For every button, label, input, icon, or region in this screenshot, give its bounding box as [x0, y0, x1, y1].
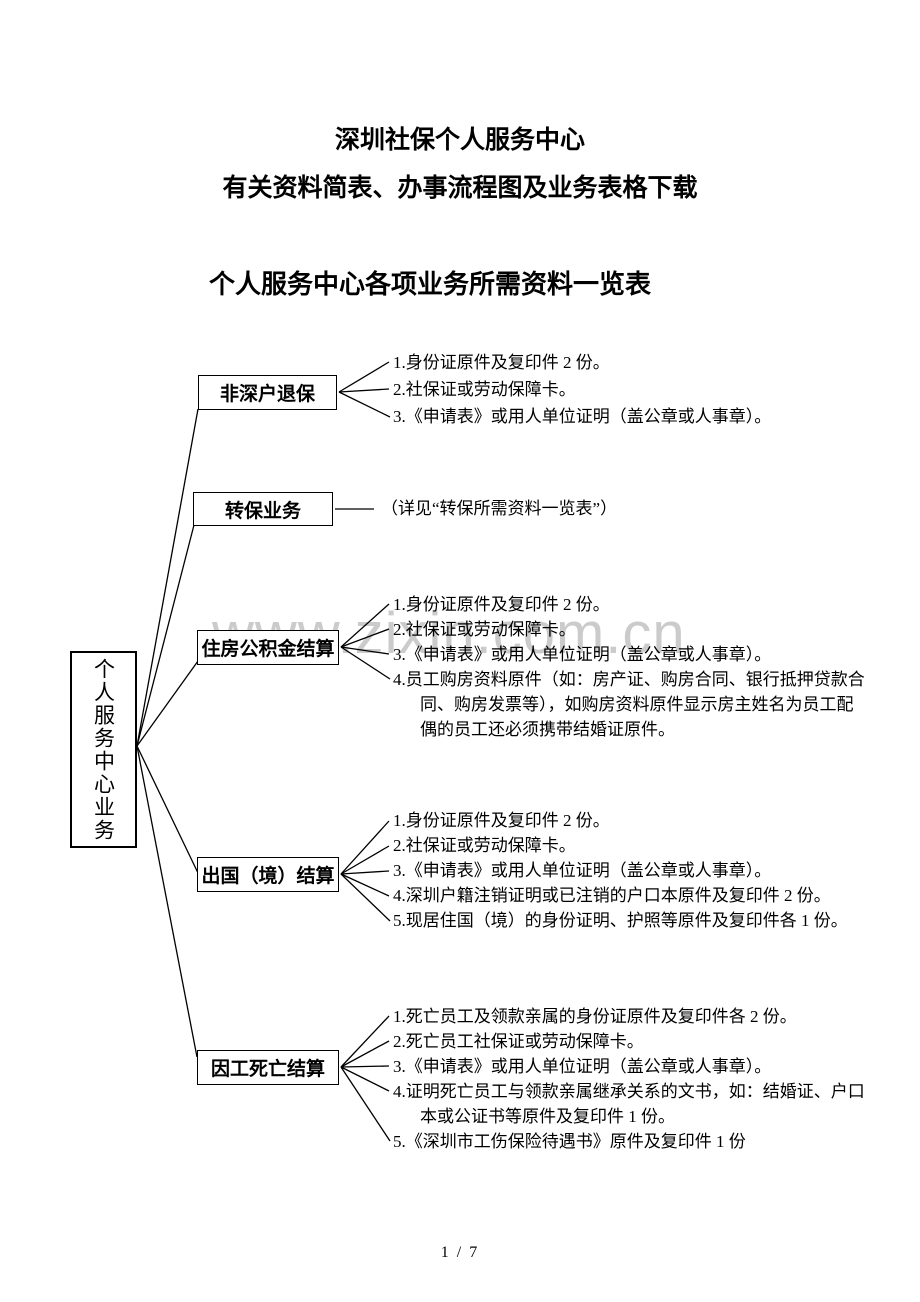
branch-box-work-death-settlement: 因工死亡结算	[197, 1050, 339, 1085]
branch-items-work-death-settlement: 1.死亡员工及领款亲属的身份证原件及复印件各 2 份。 2.死亡员工社保证或劳动…	[393, 1004, 865, 1154]
requirement-item: 1.死亡员工及领款亲属的身份证原件及复印件各 2 份。	[393, 1007, 797, 1026]
requirement-item: 5.现居住国（境）的身份证明、护照等原件及复印件各 1 份。	[393, 911, 848, 930]
requirement-item: 3.《申请表》或用人单位证明（盖公章或人事章）。	[393, 1057, 772, 1076]
page-number: 1 / 7	[440, 1244, 480, 1261]
requirement-item: 2.死亡员工社保证或劳动保障卡。	[393, 1032, 644, 1051]
requirement-item: 4.员工购房资料原件（如：房产证、购房合同、银行抵押贷款合同、购房发票等），如购…	[393, 670, 865, 739]
section-title: 个人服务中心各项业务所需资料一览表	[209, 270, 652, 299]
branch-label: 非深户退保	[219, 384, 315, 405]
requirement-item: 1.身份证原件及复印件 2 份。	[393, 595, 610, 614]
requirement-item: 1.身份证原件及复印件 2 份。	[393, 811, 610, 830]
requirement-item: 5.《深圳市工伤保险待遇书》原件及复印件 1 份	[393, 1132, 746, 1151]
branch-label: 出国（境）结算	[201, 866, 335, 887]
requirement-item: 2.社保证或劳动保障卡。	[393, 380, 576, 399]
root-node-box: 个人服务中心业务	[70, 651, 137, 848]
requirement-item: 4.深圳户籍注销证明或已注销的户口本原件及复印件 2 份。	[393, 886, 831, 905]
requirement-item: 2.社保证或劳动保障卡。	[393, 836, 576, 855]
branch-box-non-shenzhen-refund: 非深户退保	[198, 375, 337, 410]
requirement-item: 2.社保证或劳动保障卡。	[393, 620, 576, 639]
requirement-item: 3.《申请表》或用人单位证明（盖公章或人事章）。	[393, 407, 772, 426]
branch-items-abroad-settlement: 1.身份证原件及复印件 2 份。 2.社保证或劳动保障卡。 3.《申请表》或用人…	[393, 808, 883, 933]
root-node-label: 个人服务中心业务	[91, 657, 116, 842]
branch-box-transfer-insurance: 转保业务	[193, 492, 333, 526]
branch-box-housing-fund-settlement: 住房公积金结算	[197, 630, 339, 665]
doc-title-line1: 深圳社保个人服务中心	[334, 127, 585, 154]
branch-label: 住房公积金结算	[201, 639, 335, 660]
branch-label: 转保业务	[224, 500, 301, 522]
branch-label: 因工死亡结算	[210, 1059, 325, 1080]
branch-items-transfer-insurance: （详见“转保所需资料一览表”）	[381, 499, 617, 519]
branch-box-abroad-settlement: 出国（境）结算	[197, 857, 339, 892]
requirement-item: 3.《申请表》或用人单位证明（盖公章或人事章）。	[393, 645, 772, 664]
requirement-item: （详见“转保所需资料一览表”）	[381, 499, 618, 518]
branch-items-housing-fund-settlement: 1.身份证原件及复印件 2 份。 2.社保证或劳动保障卡。 3.《申请表》或用人…	[393, 592, 865, 742]
doc-title-line2: 有关资料简表、办事流程图及业务表格下载	[222, 175, 698, 202]
requirement-item: 1.身份证原件及复印件 2 份。	[393, 353, 610, 372]
requirement-item: 4.证明死亡员工与领款亲属继承关系的文书，如：结婚证、户口本或公证书等原件及复印…	[393, 1082, 865, 1126]
branch-items-non-shenzhen-refund: 1.身份证原件及复印件 2 份。 2.社保证或劳动保障卡。 3.《申请表》或用人…	[393, 349, 868, 430]
requirement-item: 3.《申请表》或用人单位证明（盖公章或人事章）。	[393, 861, 772, 880]
